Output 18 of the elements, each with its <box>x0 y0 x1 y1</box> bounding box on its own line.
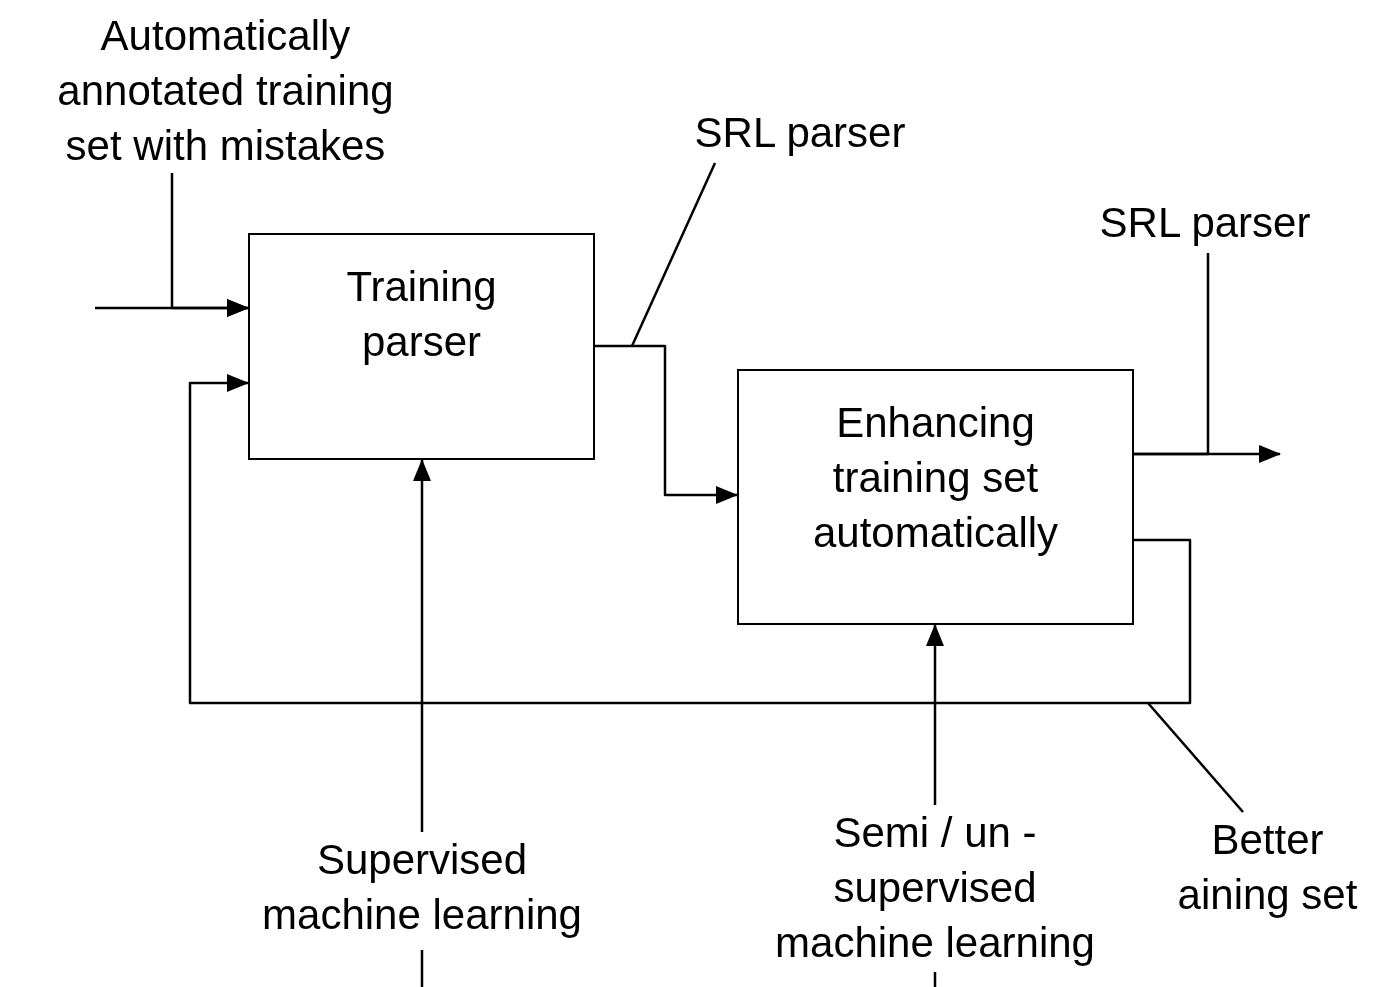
process-box <box>737 369 1134 625</box>
text-label: Automatically annotated training set with mistakes <box>56 11 395 171</box>
box-label: Enhancing training set automatically <box>811 398 1060 558</box>
leader-line <box>630 162 717 347</box>
process-box <box>248 233 595 460</box>
text-label: Semi / un - supervised machine learning <box>774 808 1096 968</box>
arrow <box>188 374 1192 705</box>
text-label: SRL parser <box>694 108 906 158</box>
connector-line <box>1134 253 1210 456</box>
arrow <box>413 459 431 832</box>
box-label: Training parser <box>345 262 498 367</box>
arrow <box>170 173 249 317</box>
arrow <box>595 344 738 504</box>
arrow <box>926 624 944 805</box>
text-label: Supervised machine learning <box>261 835 583 940</box>
leader-line <box>1147 702 1244 813</box>
text-label: Better aining set <box>1176 815 1359 920</box>
text-label: SRL parser <box>1099 198 1311 248</box>
